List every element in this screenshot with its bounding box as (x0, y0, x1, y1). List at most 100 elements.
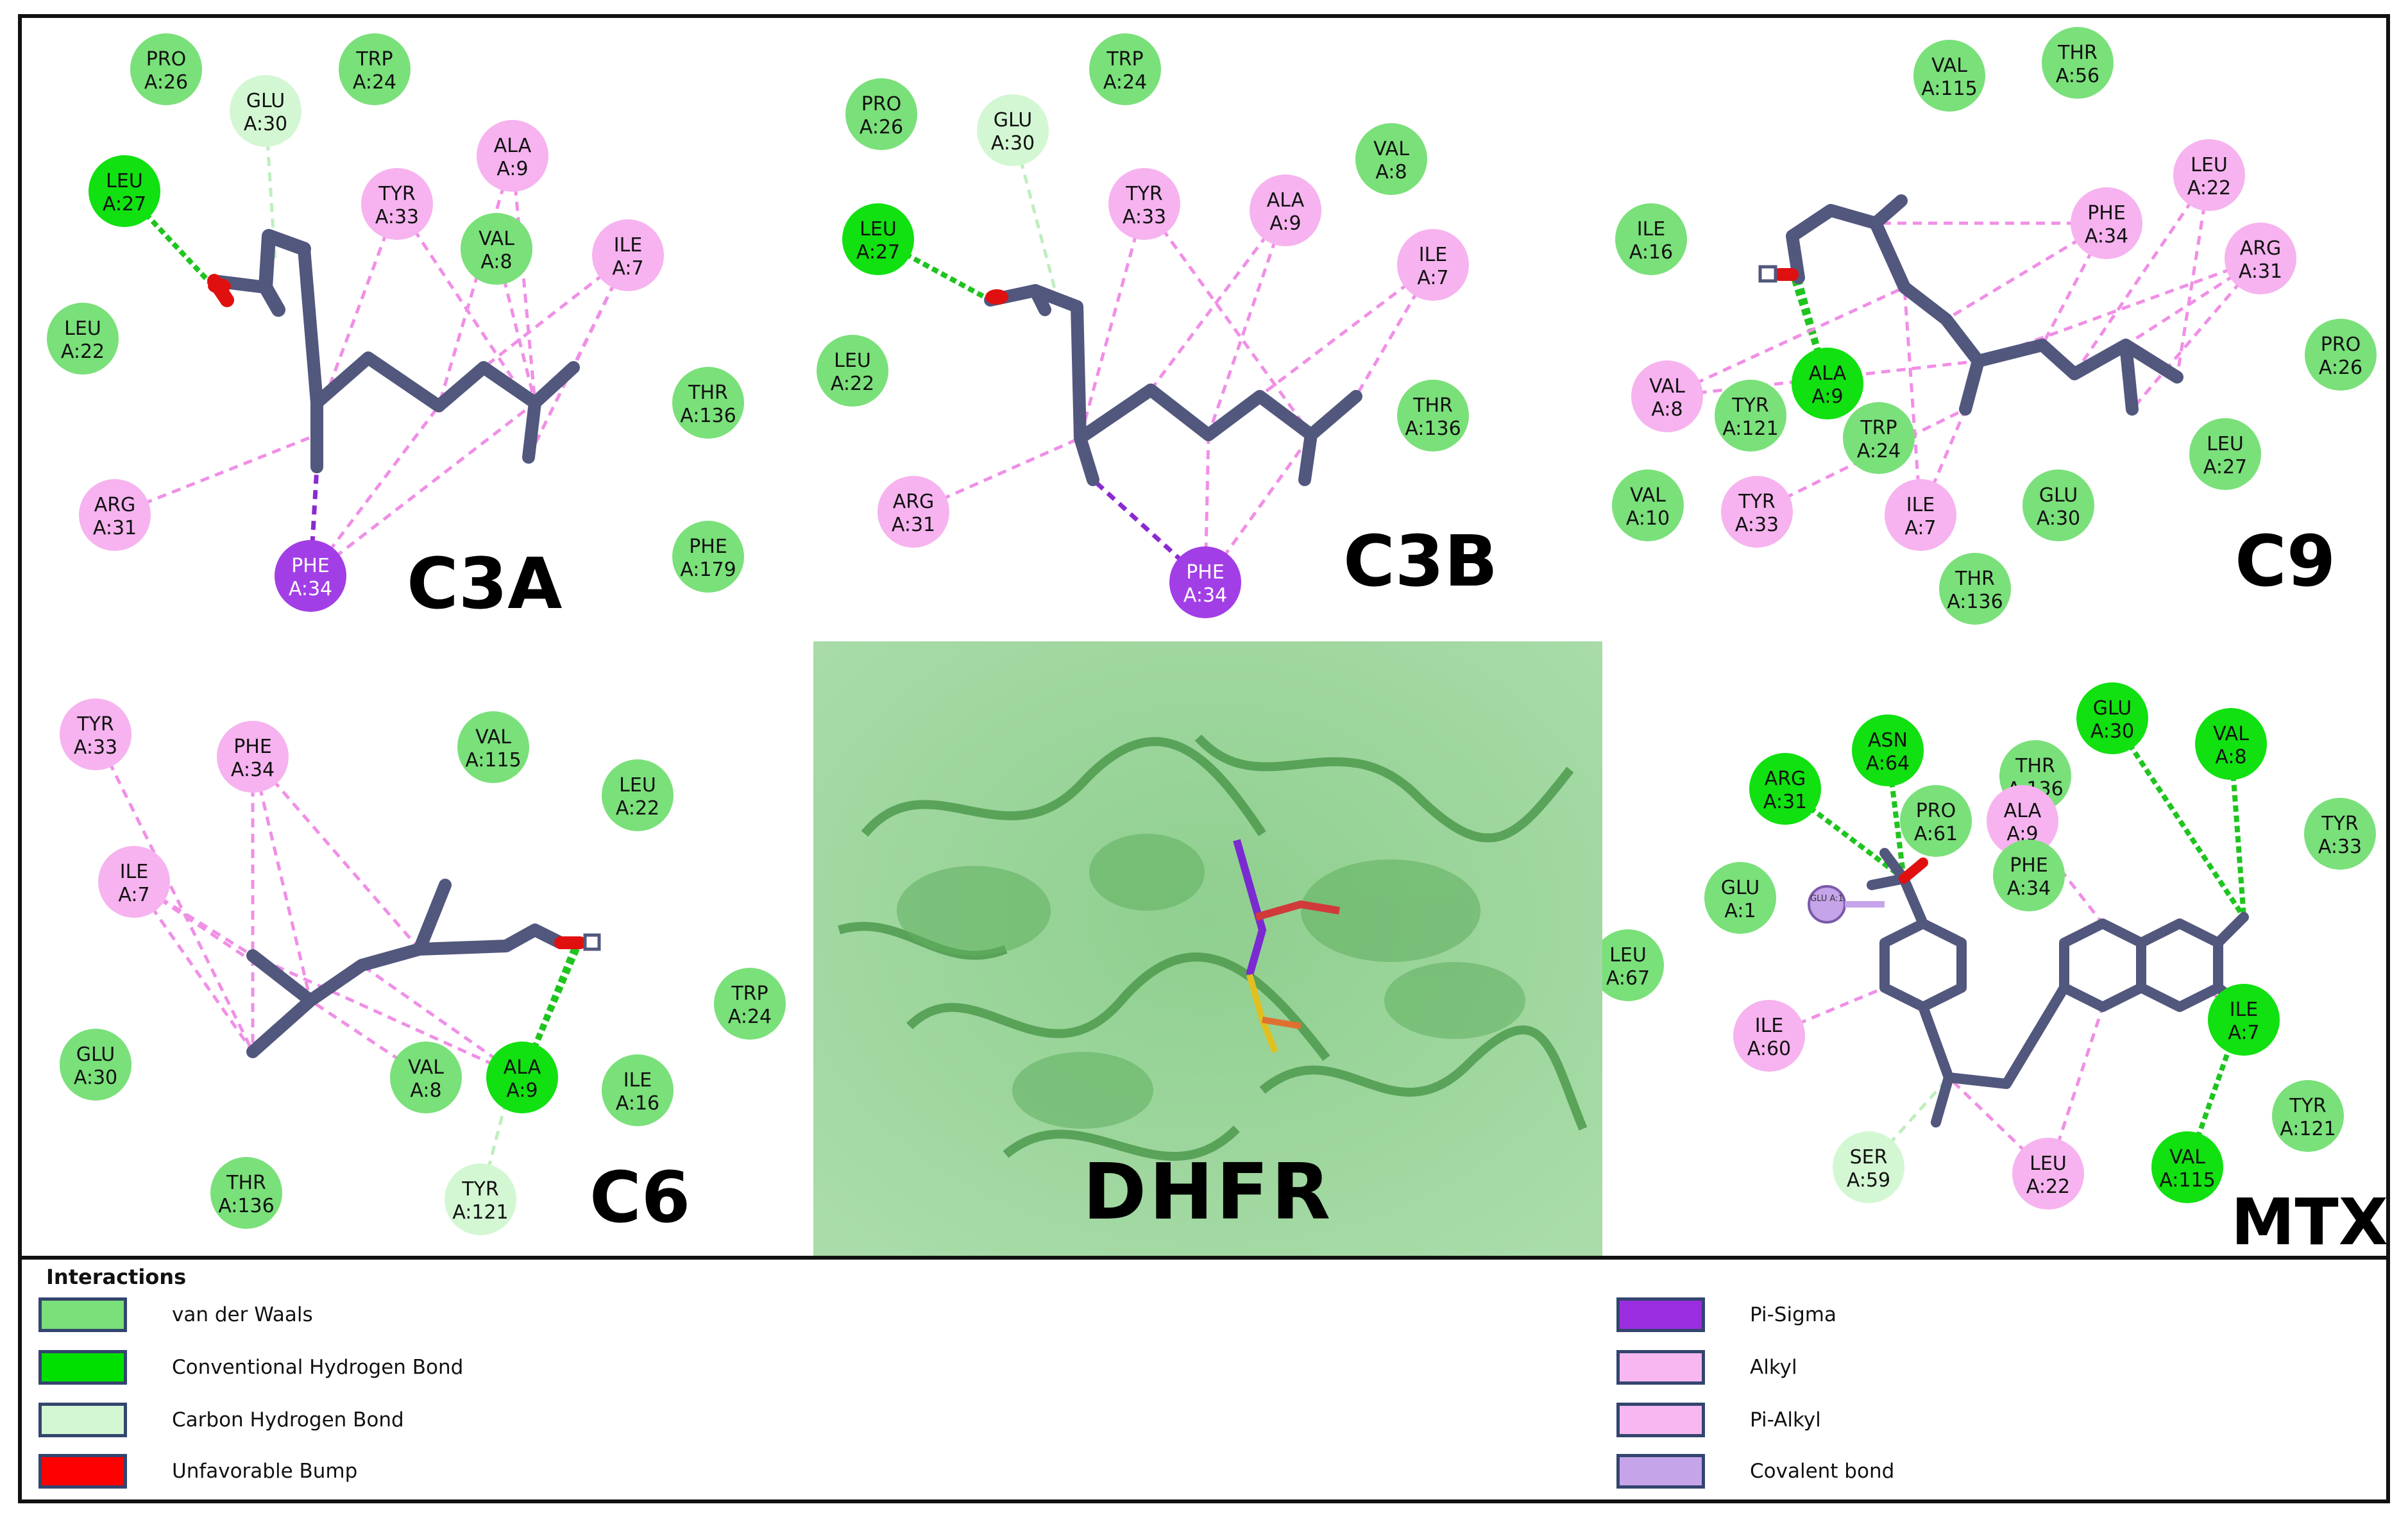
residue-name: TYR (1731, 394, 1769, 417)
legend-label: Covalent bond (1750, 1460, 1895, 1483)
residue-name: TYR (2321, 813, 2359, 835)
residue-circle (2071, 187, 2142, 259)
residue-number: A:33 (2318, 836, 2362, 858)
residue-name: LEU (64, 317, 101, 340)
residue-circle (672, 521, 744, 593)
interaction-lines (94, 733, 582, 1200)
panel-label-c3a: C3A (407, 543, 562, 625)
residue-circle (230, 75, 301, 147)
ligand-c3b (984, 284, 1362, 486)
residue-name: ILE (623, 1069, 652, 1092)
residue-name: VAL (1630, 484, 1666, 507)
residue-circle (477, 120, 548, 192)
interaction-line-ala9 (1149, 209, 1287, 391)
residue-circle (339, 33, 411, 105)
residue-circle (1749, 753, 1821, 825)
legend-label: Alkyl (1750, 1356, 1797, 1379)
residue-number: A:8 (2215, 746, 2246, 768)
residue-name: TRP (1106, 48, 1143, 71)
residue-name: LEU (2191, 154, 2228, 176)
residue-number: A:115 (465, 749, 521, 772)
residue-name: ALA (494, 135, 532, 157)
interaction-line-tyr33 (395, 203, 530, 404)
residue-name: ILE (2230, 999, 2259, 1021)
residue-name: PHE (689, 536, 727, 558)
residue-name: TYR (461, 1178, 499, 1201)
residue-circles: PROA:26GLUA:30TRPA:24LEUA:27ALAA:9TYRA:3… (47, 33, 744, 612)
residue-number: A:30 (991, 132, 1035, 155)
interaction-line-val8 (2228, 743, 2246, 918)
interaction-line-leu22 (2046, 1006, 2105, 1174)
residue-name: TYR (1125, 183, 1163, 205)
residue-name: GLU (2093, 697, 2132, 720)
residue-name: TYR (1738, 491, 1776, 513)
residue-number: A:34 (2085, 225, 2128, 248)
residue-circle (1602, 929, 1664, 1001)
residue-circle (60, 1029, 131, 1101)
residue-name: GLU (1721, 877, 1759, 899)
residue-name: ALA (1267, 189, 1305, 212)
residue-circle (2151, 1131, 2223, 1203)
residue-name: VAL (1931, 55, 1967, 77)
residue-name: THR (1412, 394, 1453, 417)
residue-number: A:31 (2239, 260, 2282, 283)
residue-circle (361, 168, 433, 240)
residue-name: ALA (2004, 800, 2042, 822)
covalent-glu-circle (1808, 885, 1846, 924)
residue-number: A:30 (74, 1067, 117, 1089)
residue-number: A:8 (1375, 161, 1407, 183)
interaction-line-glu30 (2110, 716, 2246, 919)
residue-circle (1843, 402, 1915, 474)
legend-swatch (38, 1403, 127, 1437)
residue-number: A:33 (1123, 206, 1166, 228)
dhfr-label: DHFR (1082, 1148, 1334, 1237)
residue-name: ARG (893, 491, 935, 513)
residue-circle (1939, 553, 2011, 625)
residue-number: A:7 (118, 884, 149, 906)
residue-number: A:33 (375, 206, 419, 228)
ligand-c9 (1758, 194, 2183, 416)
residue-name: VAL (479, 228, 514, 250)
residue-circle (2195, 708, 2267, 780)
residue-number: A:7 (2228, 1022, 2259, 1044)
residue-name: PHE (233, 736, 272, 758)
residue-name: ALA (1809, 362, 1847, 385)
residue-circle (98, 846, 170, 918)
residue-number: A:24 (1103, 71, 1147, 94)
interaction-line-val8 (495, 248, 537, 403)
residue-name: VAL (1649, 375, 1685, 398)
residue-circle (2304, 798, 2376, 870)
residue-circle (602, 759, 674, 831)
panel-c3a: PROA:26GLUA:30TRPA:24LEUA:27ALAA:9TYRA:3… (47, 33, 744, 625)
residue-circle (2272, 1080, 2344, 1152)
residue-name: ALA (504, 1056, 541, 1079)
residue-circles: ASNA:64GLUA:30VALA:8ARGA:31THRA:136PROA:… (1602, 682, 2376, 1210)
residue-number: A:10 (1626, 507, 1670, 530)
ligand-c3a (207, 229, 580, 473)
residue-name: THR (226, 1172, 266, 1194)
interaction-line-phe34 (309, 401, 536, 577)
residue-circle (2208, 984, 2280, 1056)
residue-name: THR (1954, 568, 1995, 590)
residue-number: A:8 (410, 1079, 441, 1102)
